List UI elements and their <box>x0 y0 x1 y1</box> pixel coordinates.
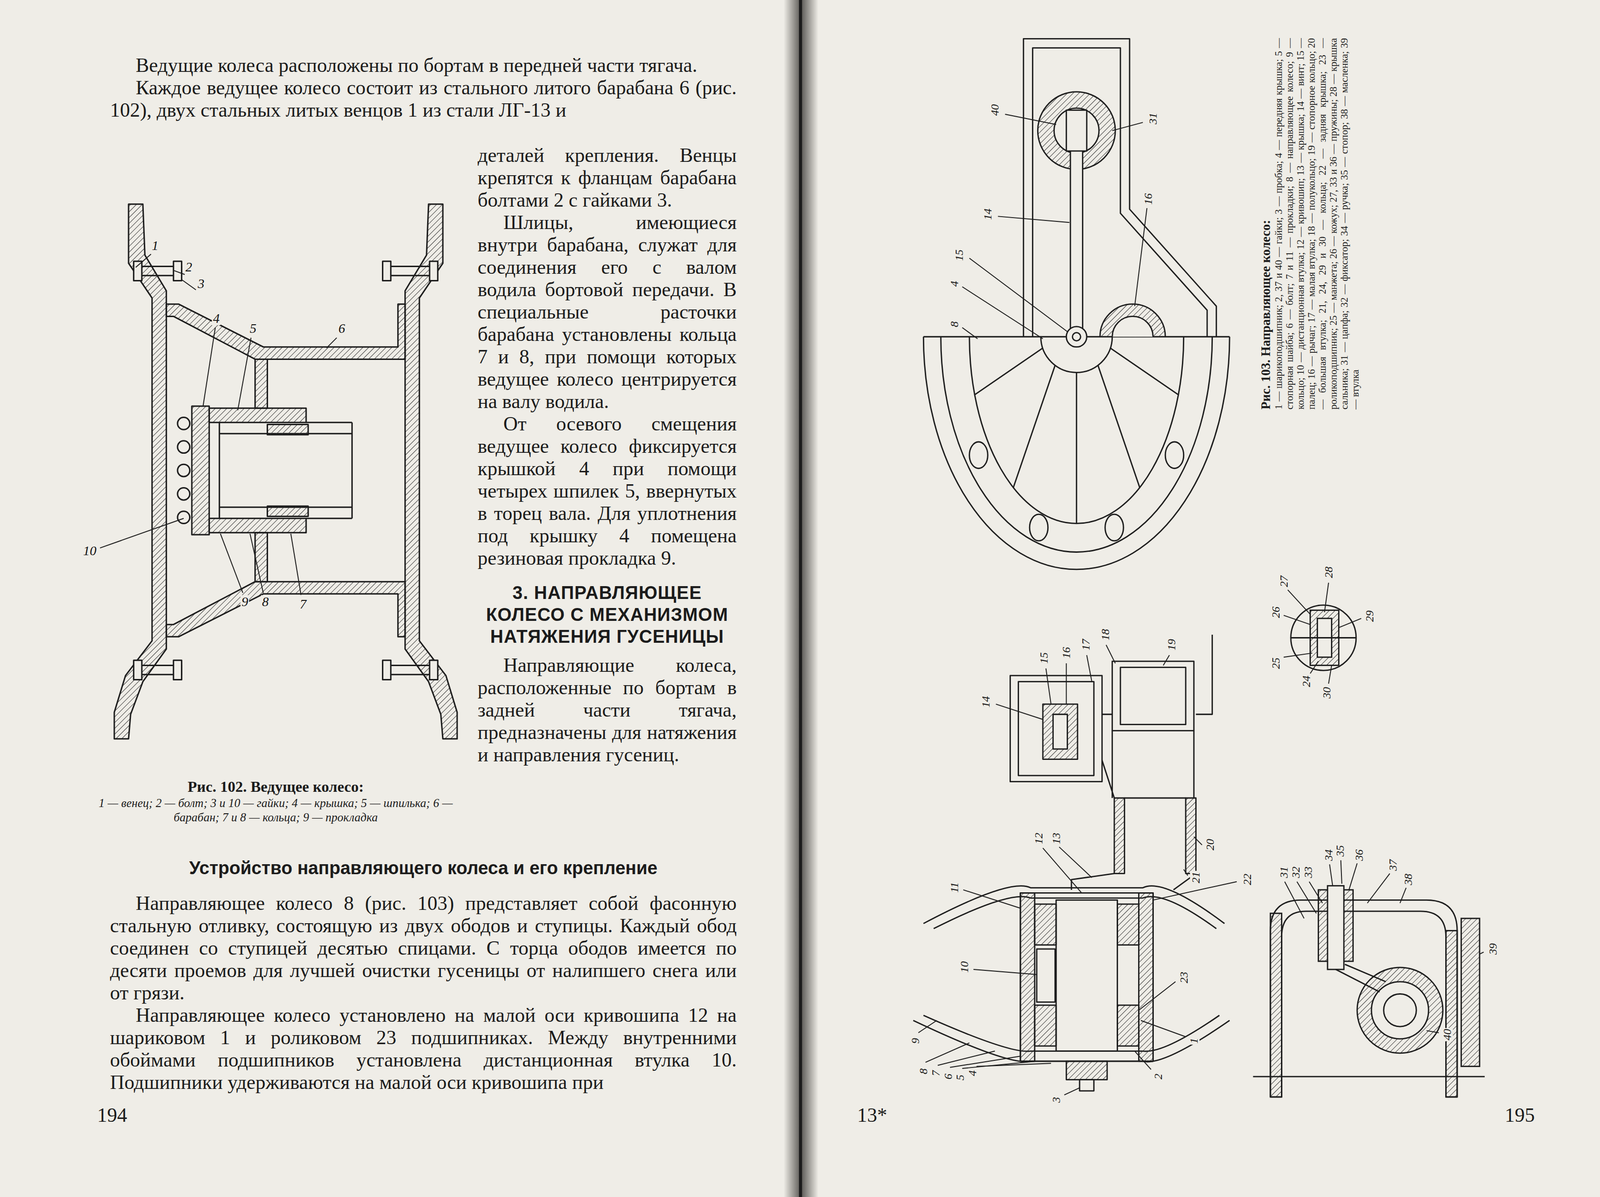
callout-number: 5 <box>954 1073 966 1082</box>
callout-number: 35 <box>1334 844 1346 858</box>
callout-number: 6 <box>337 321 347 336</box>
callout-number: 16 <box>1060 646 1072 660</box>
figure-caption: Рис. 103. Направляющее колесо:1 — шарико… <box>1258 38 1361 410</box>
paragraph: Направляющее колесо 8 (рис. 103) предста… <box>110 892 737 1005</box>
callout-number: 40 <box>1441 1028 1453 1042</box>
callout-number: 25 <box>1270 656 1282 670</box>
idler-wheel-side-view <box>923 38 1230 570</box>
callout-number: 14 <box>980 695 992 709</box>
callout-number: 16 <box>1142 192 1154 206</box>
paragraph: От осевого смещения ведущее колесо фикси… <box>477 412 737 570</box>
callout-number: 13 <box>1050 831 1062 846</box>
callout-number: 20 <box>1204 838 1216 852</box>
callout-number: 23 <box>1178 970 1190 985</box>
callout-number: 6 <box>942 1072 954 1081</box>
callout-number: 17 <box>1080 638 1092 652</box>
section-heading: 3. НАПРАВЛЯЮЩЕЕ КОЛЕСО С МЕХАНИЗМОМ НАТЯ… <box>482 581 732 648</box>
callout-number: 9 <box>909 1037 921 1045</box>
page-number: 194 <box>97 1103 128 1127</box>
paragraph: Шлицы, имеющиеся внутри барабана, служат… <box>477 211 737 413</box>
leader-lines <box>100 254 337 596</box>
caption-title: Рис. 102. Ведущее колесо: <box>80 777 471 797</box>
page-number: 195 <box>1504 1103 1535 1127</box>
callout-number: 27 <box>1278 574 1290 589</box>
callout-number: 2 <box>1152 1072 1164 1081</box>
callout-number: 18 <box>1099 628 1111 642</box>
subheading: Устройство направляющего колеса и его кр… <box>110 857 737 880</box>
callout-number: 5 <box>248 321 258 336</box>
leader-lines <box>1284 860 1484 1033</box>
text-column: деталей крепления. Венцы крепятся к флан… <box>477 144 737 767</box>
page-number: 13* <box>857 1103 888 1127</box>
page-number-box: 13* <box>857 1103 888 1127</box>
callout-number: 3 <box>1050 1096 1062 1104</box>
callout-number: 32 <box>1290 865 1302 880</box>
figure-caption: Рис. 102. Ведущее колесо:1 — венец; 2 — … <box>80 777 471 825</box>
callout-number: 39 <box>1487 942 1499 956</box>
callout-number: 21 <box>1190 870 1202 885</box>
callout-number: 15 <box>1038 651 1050 665</box>
lock-detail <box>1252 860 1485 1098</box>
page-number-box: 195 <box>1504 1103 1535 1127</box>
caption-legend: 1 — венец; 2 — болт; 3 и 10 — гайки; 4 —… <box>80 796 471 825</box>
paragraph: Каждое ведущее колесо состоит из стально… <box>110 76 737 122</box>
drive-wheel-drawing <box>100 204 458 740</box>
callout-number: 19 <box>1165 638 1178 652</box>
callout-number: 24 <box>1300 674 1312 689</box>
callout-number: 38 <box>1402 872 1414 887</box>
callout-number: 10 <box>958 960 970 974</box>
callout-number: 30 <box>1320 686 1333 700</box>
callout-number: 36 <box>1353 848 1365 862</box>
callout-number: 8 <box>948 320 960 329</box>
callout-number: 4 <box>948 280 960 288</box>
paragraph: Ведущие колеса расположены по бортам в п… <box>110 54 737 77</box>
callout-number: 12 <box>1032 831 1045 846</box>
text-column: Ведущие колеса расположены по бортам в п… <box>110 54 737 122</box>
subheading-row: Устройство направляющего колеса и его кр… <box>110 857 737 880</box>
callout-number: 8 <box>917 1067 930 1076</box>
gutter-line <box>799 0 802 1197</box>
callout-number: 33 <box>1302 865 1314 880</box>
callout-number: 37 <box>1387 858 1399 872</box>
callout-number: 7 <box>930 1069 942 1078</box>
callout-number: 29 <box>1363 609 1376 623</box>
callout-number: 26 <box>1270 605 1282 620</box>
callout-number: 34 <box>1322 848 1335 862</box>
callout-number: 1 <box>1188 1037 1200 1045</box>
idler-wheel-section <box>913 634 1237 1096</box>
callout-number: 15 <box>953 248 965 262</box>
text-column: Направляющее колесо 8 (рис. 103) предста… <box>110 892 737 1094</box>
callout-number: 40 <box>989 103 1001 117</box>
callout-number: 9 <box>240 595 250 609</box>
callout-number: 31 <box>1147 111 1159 126</box>
paragraph: Направляющие колеса, расположенные по бо… <box>477 654 737 767</box>
callout-number: 8 <box>260 595 270 609</box>
callout-number: 14 <box>981 207 994 221</box>
gutter-shadow <box>783 0 819 1197</box>
callout-number: 2 <box>184 260 193 274</box>
callout-number: 3 <box>196 277 206 291</box>
caption-legend: 1 — шарикоподшипник; 2, 37 и 40 — гайки;… <box>1273 38 1361 410</box>
callout-number: 31 <box>1278 865 1290 880</box>
paragraph: деталей крепления. Венцы крепятся к флан… <box>477 144 737 212</box>
paragraph: Направляющее колесо установлено на малой… <box>110 1004 737 1094</box>
callout-number: 4 <box>966 1069 979 1078</box>
seal-detail <box>1283 582 1362 684</box>
callout-number: 11 <box>948 881 960 894</box>
leader-lines <box>962 114 1148 340</box>
callout-number: 28 <box>1322 565 1335 580</box>
callout-number: 22 <box>1241 872 1253 887</box>
page-number-box: 194 <box>97 1103 128 1127</box>
leader-lines <box>918 645 1238 1096</box>
callout-number: 1 <box>150 239 160 253</box>
leader-lines <box>1283 582 1362 684</box>
callout-number: 4 <box>211 311 221 326</box>
callout-number: 7 <box>298 597 308 611</box>
callout-number: 10 <box>82 544 98 558</box>
caption-title: Рис. 103. Направляющее колесо: <box>1258 38 1274 410</box>
